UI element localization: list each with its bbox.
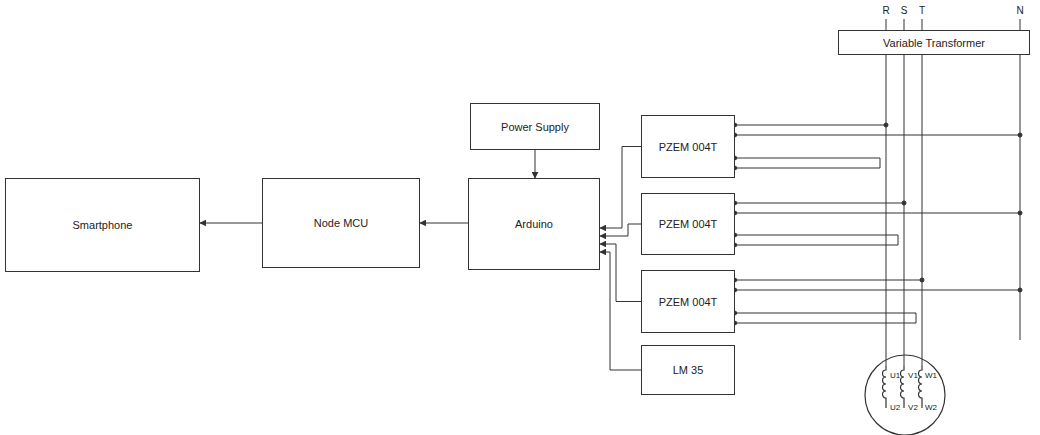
block-box: Variable Transformer [838,30,1030,55]
junction-dot [920,278,924,282]
supply-lines [886,19,1020,366]
terminal-label: V2 [908,404,918,412]
block-box: PZEM 004T [641,115,735,178]
box-label: Variable Transformer [883,37,985,49]
box-label: Arduino [515,218,553,230]
phase-label: N [1016,6,1023,16]
signal-arrow [535,150,536,178]
signal-arrow [600,147,641,229]
block-box: LM 35 [641,345,735,395]
terminal-label: U2 [890,404,900,412]
current-loop [735,313,916,323]
junction-dot [1018,288,1022,292]
box-label: Node MCU [314,217,368,229]
motor-symbol [865,355,945,435]
current-loop [735,158,880,168]
block-box: Arduino [468,178,600,270]
voltage-wire [735,280,922,281]
neutral-wire [735,213,1020,214]
junction-dot [1018,211,1022,215]
neutral-wire [735,290,1020,291]
voltage-wire [735,203,904,204]
block-box: PZEM 004T [641,270,735,333]
coil-winding [901,366,905,408]
box-label: PZEM 004T [659,141,718,153]
phase-label: T [919,6,925,16]
box-label: LM 35 [673,364,704,376]
phase-label: R [882,6,889,16]
box-label: PZEM 004T [659,218,718,230]
current-loop [735,235,898,245]
coil-winding [883,366,887,408]
terminal-label: W2 [925,404,937,412]
signal-arrow [600,224,641,236]
terminal-label: W1 [925,372,937,380]
phase-label: S [901,6,908,16]
neutral-wire [735,135,1020,136]
terminal-label: U1 [890,372,900,380]
junction-dot [1018,133,1022,137]
block-box: Smartphone [5,178,200,272]
box-label: Smartphone [73,219,133,231]
block-box: Node MCU [262,178,420,268]
box-label: Power Supply [501,121,569,133]
box-label: PZEM 004T [659,296,718,308]
signal-arrow [600,252,641,370]
coil-winding [919,366,922,408]
voltage-wire [735,125,886,126]
junction-dot [884,123,888,127]
block-box: Power Supply [470,103,600,150]
meter-wires [733,123,1022,325]
terminal-label: V1 [908,372,918,380]
signal-arrow [600,244,641,302]
block-box: PZEM 004T [641,193,735,255]
signal-arrow [200,223,262,224]
junction-dot [902,201,906,205]
signal-arrow [420,223,468,224]
